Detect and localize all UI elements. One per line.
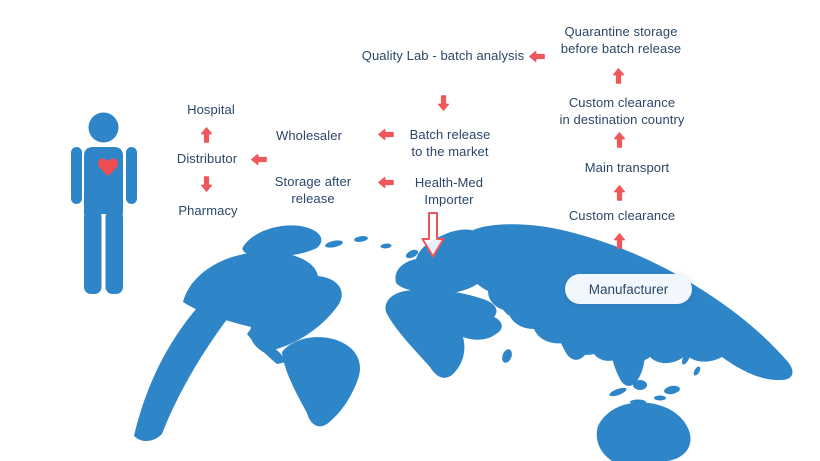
manufacturer-badge: Manufacturer [565, 274, 692, 304]
node-storage-after-release: Storage after release [274, 174, 352, 206]
arrow-left-icon [378, 177, 394, 188]
arrow-left-icon [251, 154, 267, 165]
arrow-up-icon [614, 132, 625, 148]
manufacturer-badge-label: Manufacturer [588, 281, 669, 297]
node-quality-lab: Quality Lab - batch analysis [361, 48, 525, 63]
node-wholesaler: Wholesaler [275, 128, 343, 143]
node-custom-clearance: Custom clearance [568, 208, 676, 223]
arrow-down-icon [201, 176, 212, 192]
node-hospital: Hospital [187, 102, 235, 117]
node-quarantine-storage: Quarantine storage before batch release [560, 24, 682, 56]
arrow-up-icon [201, 127, 212, 143]
node-batch-release: Batch release to the market [409, 127, 491, 159]
person-with-heart-icon [71, 112, 137, 294]
arrow-left-icon [378, 129, 394, 140]
importer-down-arrow-icon [421, 212, 445, 258]
arrow-down-icon [438, 95, 449, 111]
arrow-left-icon [529, 51, 545, 62]
arrow-up-icon [614, 233, 625, 249]
arrow-up-icon [613, 68, 624, 84]
arrow-up-icon [614, 185, 625, 201]
node-health-med-importer: Health-Med Importer [414, 175, 484, 207]
heart-icon [98, 158, 118, 176]
node-pharmacy: Pharmacy [178, 203, 238, 218]
node-distributor: Distributor [176, 151, 238, 166]
node-custom-clearance-destination: Custom clearance in destination country [559, 95, 685, 127]
node-main-transport: Main transport [584, 160, 670, 175]
